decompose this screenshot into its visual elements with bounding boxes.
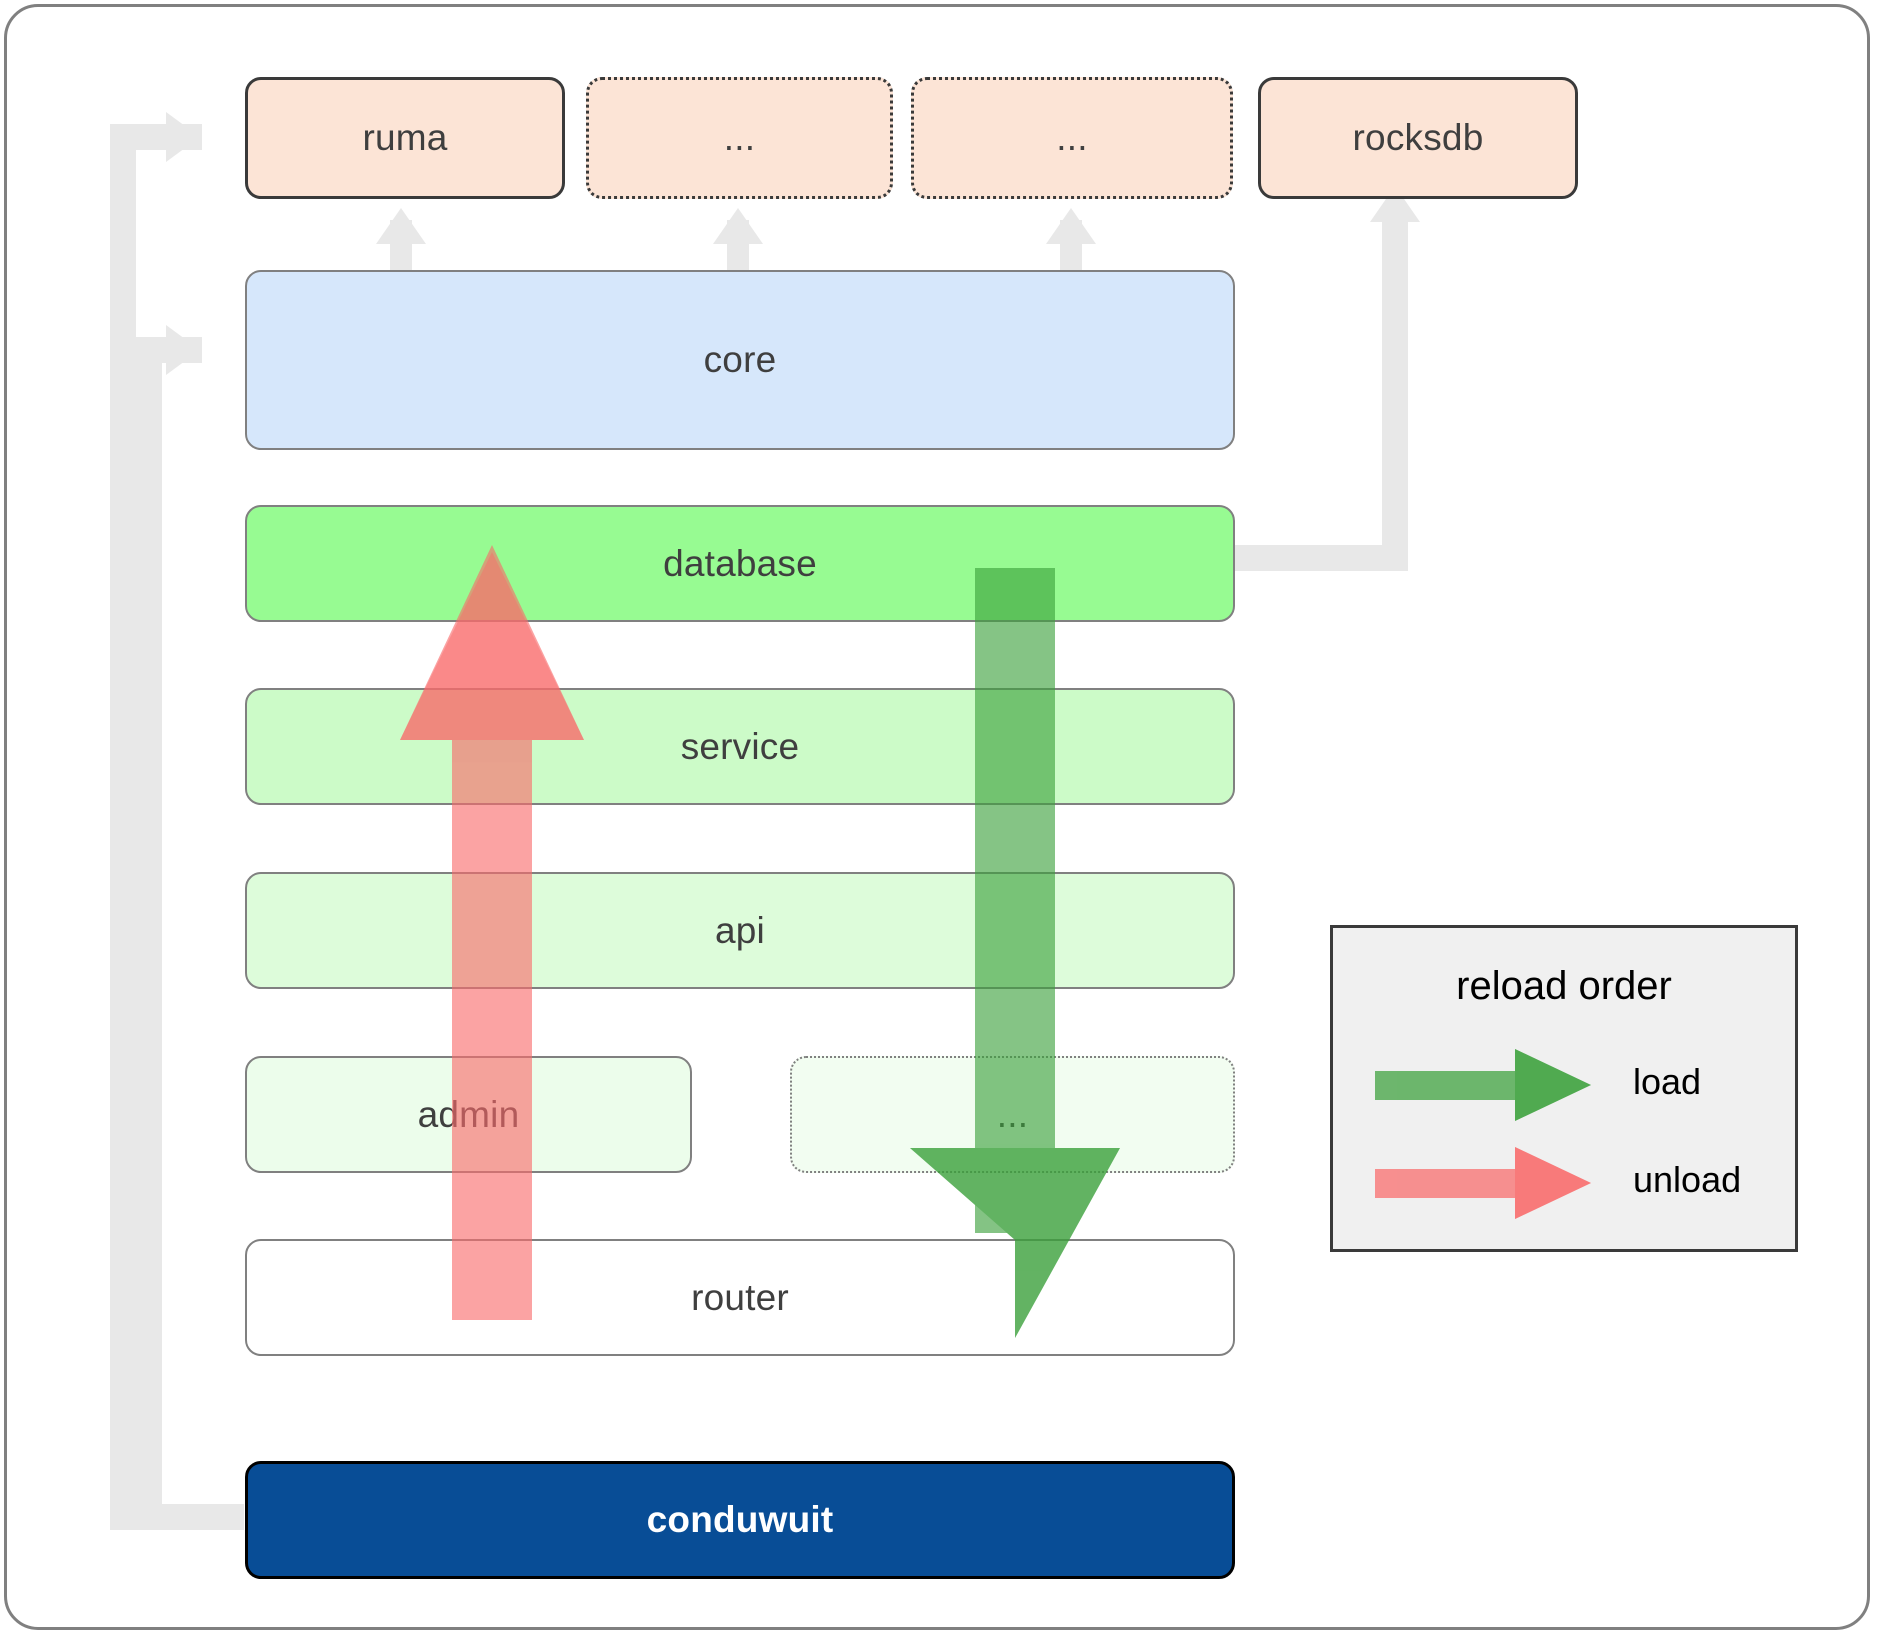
legend-load-arrow-wide [1515, 1049, 1591, 1121]
node-ruma[interactable]: ruma [245, 77, 565, 199]
node-more-label: ... [996, 1093, 1029, 1135]
node-database[interactable]: database [245, 505, 1235, 622]
node-core-label: core [703, 339, 777, 380]
node-ruma-label: ruma [362, 117, 448, 158]
node-service-label: service [680, 725, 800, 767]
node-service[interactable]: service [245, 688, 1235, 805]
legend-unload-arrow-wide [1515, 1147, 1591, 1219]
node-ext1-label: ... [723, 117, 756, 158]
node-admin-label: admin [417, 1093, 520, 1135]
connector-conduwuit-trunk-bottom [110, 1504, 244, 1530]
legend-label-load: load [1633, 1061, 1702, 1102]
node-admin[interactable]: admin [245, 1056, 692, 1173]
node-more[interactable]: ... [790, 1056, 1235, 1173]
connector-to-ruma-arrowhead [166, 112, 200, 162]
legend-load-arrow [1375, 1049, 1591, 1121]
node-api-label: api [715, 909, 765, 951]
connector-core-to-ruma-arrowhead [376, 208, 426, 244]
legend-box: reload order load unload [1330, 925, 1798, 1252]
node-ext2[interactable]: ... [911, 77, 1233, 199]
node-conduwuit-label: conduwuit [646, 1499, 834, 1540]
connector-core-to-ext1-arrowhead [713, 208, 763, 244]
legend-unload-arrow [1375, 1147, 1591, 1219]
node-ext1[interactable]: ... [586, 77, 893, 199]
legend-title: reload order [1456, 964, 1672, 1008]
node-conduwuit[interactable]: conduwuit [245, 1461, 1235, 1579]
node-database-label: database [663, 542, 817, 584]
connector-conduwuit-trunk-vertical [110, 124, 136, 1530]
legend-label-unload: unload [1633, 1159, 1742, 1200]
connector-database-to-rocksdb-vertical [1382, 218, 1408, 571]
connector-database-to-rocksdb-horizontal [1224, 545, 1408, 571]
node-router-label: router [691, 1276, 789, 1318]
connector-core-to-ext2-arrowhead [1046, 208, 1096, 244]
diagram-frame [4, 4, 1870, 1630]
node-core[interactable]: core [245, 270, 1235, 450]
connector-core-branch-vertical [136, 337, 162, 1504]
node-rocksdb[interactable]: rocksdb [1258, 77, 1578, 199]
node-router[interactable]: router [245, 1239, 1235, 1356]
node-rocksdb-label: rocksdb [1352, 117, 1484, 158]
connector-to-core-arrowhead [166, 325, 200, 375]
node-api[interactable]: api [245, 872, 1235, 989]
node-ext2-label: ... [1056, 117, 1088, 158]
